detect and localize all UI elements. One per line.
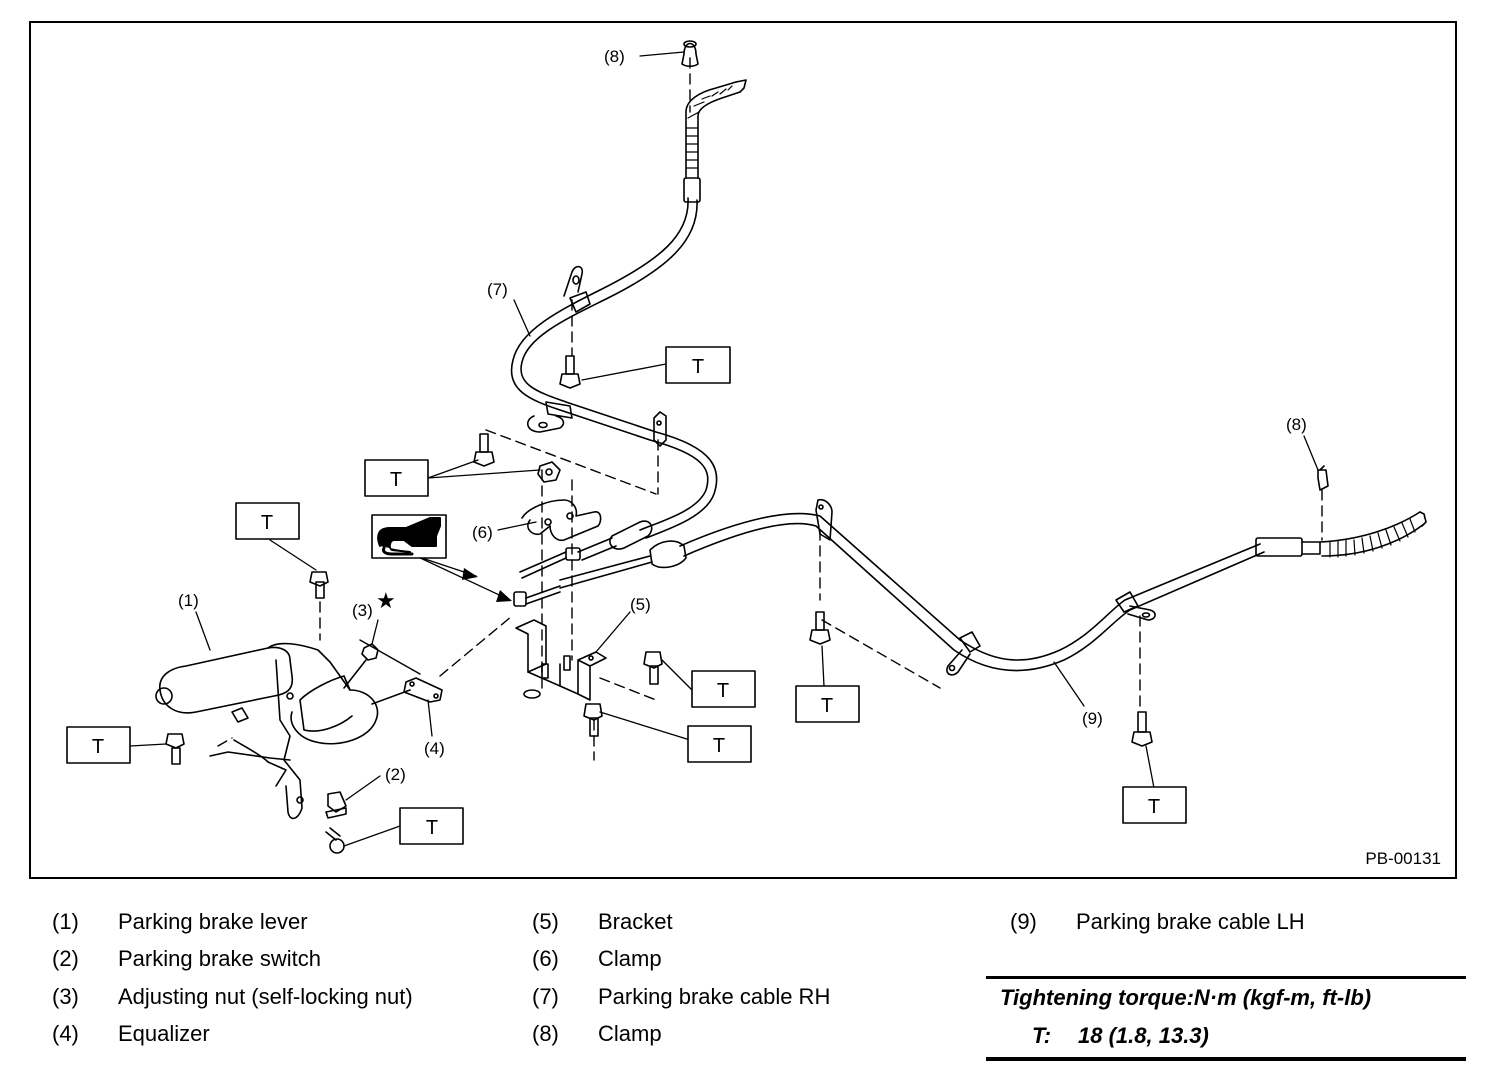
- torque-box: T: [66, 726, 131, 764]
- svg-text:T: T: [390, 469, 402, 491]
- svg-text:T: T: [426, 817, 438, 839]
- callout-8-top: (8): [604, 47, 625, 66]
- cable-rh-end-sleeve: [683, 177, 701, 203]
- svg-text:T: T: [713, 735, 725, 757]
- torque-marker-boxes: T T T T T T T T T: [66, 346, 1187, 845]
- torque-box: T: [235, 502, 300, 540]
- callout-5: (5): [630, 595, 651, 614]
- clamp-6: [521, 499, 602, 542]
- callout-7: (7): [487, 280, 508, 299]
- bolt: [559, 355, 581, 389]
- bolt: [165, 733, 185, 765]
- parking-brake-lever: [155, 642, 379, 820]
- equalizer: [371, 677, 443, 705]
- cable-rh: [510, 79, 747, 579]
- torque-spec-table: Tightening torque:N·m (kgf-m, ft-lb) T: 1…: [986, 976, 1466, 1061]
- callout-4: (4): [424, 739, 445, 758]
- torque-box: T: [1122, 786, 1187, 824]
- cable-rh-upper-clamp: [563, 265, 591, 313]
- svg-text:T: T: [692, 356, 704, 378]
- torque-spec-value-row: T: 18 (1.8, 13.3): [1032, 1023, 1209, 1049]
- svg-text:T: T: [717, 680, 729, 702]
- parking-brake-diagram: (8) (7) (8) (6) (1) (3) ★ (5) (4) (2) (9…: [66, 40, 1427, 854]
- torque-box: T: [364, 459, 429, 497]
- callout-8-right: (8): [1286, 415, 1307, 434]
- callout-2: (2): [385, 765, 406, 784]
- torque-box: T: [399, 807, 464, 845]
- figure-frame: PB-00131: [29, 21, 1457, 879]
- svg-text:T: T: [821, 695, 833, 717]
- bracket-5: [515, 619, 607, 701]
- figure-id: PB-00131: [1365, 849, 1441, 868]
- torque-box: T: [795, 685, 860, 723]
- svg-text:T: T: [261, 512, 273, 534]
- torque-box: T: [687, 725, 752, 763]
- bolt: [583, 703, 603, 737]
- callout-6: (6): [472, 523, 493, 542]
- special-tool-icon: [371, 514, 447, 559]
- torque-spec-key: T:: [1032, 1023, 1052, 1048]
- parking-brake-switch: [325, 791, 347, 819]
- bolt: [231, 707, 249, 723]
- adjusting-nut: [343, 643, 379, 689]
- torque-box: T: [691, 670, 756, 708]
- nut: [537, 461, 561, 483]
- bolt: [309, 571, 329, 599]
- svg-text:T: T: [1148, 796, 1160, 818]
- svg-text:T: T: [92, 736, 104, 758]
- cable-rh-boot: [685, 81, 741, 179]
- bolt: [473, 433, 495, 467]
- bolt: [809, 611, 831, 645]
- callout-3: (3): [352, 601, 373, 620]
- torque-spec-title: Tightening torque:N·m (kgf-m, ft-lb): [1000, 985, 1372, 1010]
- clamp-8-top: [681, 40, 699, 68]
- callout-1: (1): [178, 591, 199, 610]
- cable-lh: [513, 498, 1427, 676]
- bolt: [643, 651, 663, 685]
- bolt: [1131, 711, 1153, 747]
- bolts: [165, 355, 1153, 854]
- cable-rh-lower-clamp: [527, 401, 573, 433]
- torque-spec-value: 18 (1.8, 13.3): [1078, 1023, 1209, 1048]
- clamp-8-right: [1317, 465, 1329, 491]
- alignment-lines: [217, 57, 1323, 761]
- star-icon: ★: [376, 588, 396, 613]
- torque-box: T: [665, 346, 731, 384]
- arrowheads: [462, 568, 512, 602]
- bolt: [325, 827, 345, 854]
- callout-9: (9): [1082, 709, 1103, 728]
